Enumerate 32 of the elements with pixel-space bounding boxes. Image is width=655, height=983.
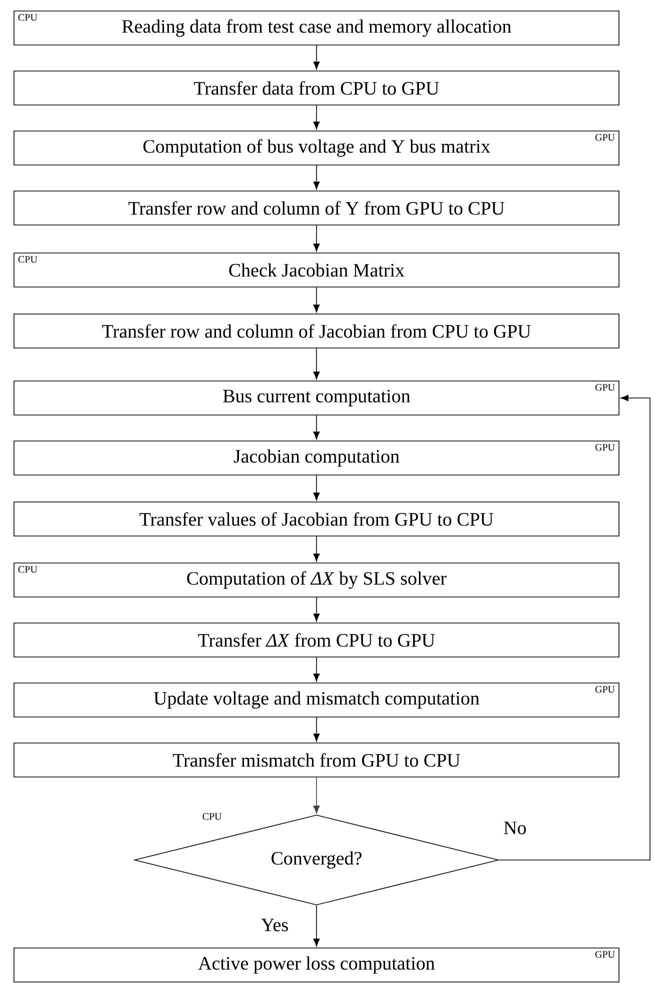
processor-tag: GPU: [595, 951, 615, 958]
process-box: Transfer mismatch from GPU to CPU: [14, 742, 620, 778]
edge-label: Yes: [260, 918, 290, 932]
processor-tag: CPU: [18, 14, 38, 21]
arrow: [313, 225, 320, 252]
processor-tag: GPU: [595, 134, 615, 141]
arrow: [313, 415, 320, 440]
arrow: [313, 536, 320, 562]
arrow: [313, 105, 320, 130]
process-box: Transfer row and column of Jacobian from CPU to GPU: [14, 314, 620, 348]
process-box: Transfer data from CPU to GPU: [14, 70, 620, 106]
processor-tag: CPU: [18, 566, 38, 573]
arrow: [313, 657, 320, 682]
arrow: [313, 597, 320, 622]
arrow: [498, 394, 650, 860]
processor-tag: CPU: [18, 256, 38, 263]
processor-tag: CPU: [202, 813, 222, 820]
arrow: [313, 777, 320, 814]
processor-tag: GPU: [595, 686, 615, 693]
arrow: [313, 475, 320, 500]
arrow: [313, 717, 320, 742]
arrow: [313, 348, 320, 380]
arrow: [313, 287, 320, 312]
arrow: [313, 905, 320, 946]
arrow: [313, 165, 320, 190]
edge-label: No: [502, 820, 528, 836]
process-box: Transfer ΔX from CPU to GPU: [14, 622, 620, 658]
processor-tag: GPU: [595, 444, 615, 451]
processor-tag: GPU: [595, 384, 615, 391]
arrow: [313, 45, 320, 70]
process-box: Transfer values of Jacobian from GPU to CPU: [14, 502, 620, 536]
process-box: Transfer row and column of Y from GPU to CPU: [14, 190, 620, 226]
